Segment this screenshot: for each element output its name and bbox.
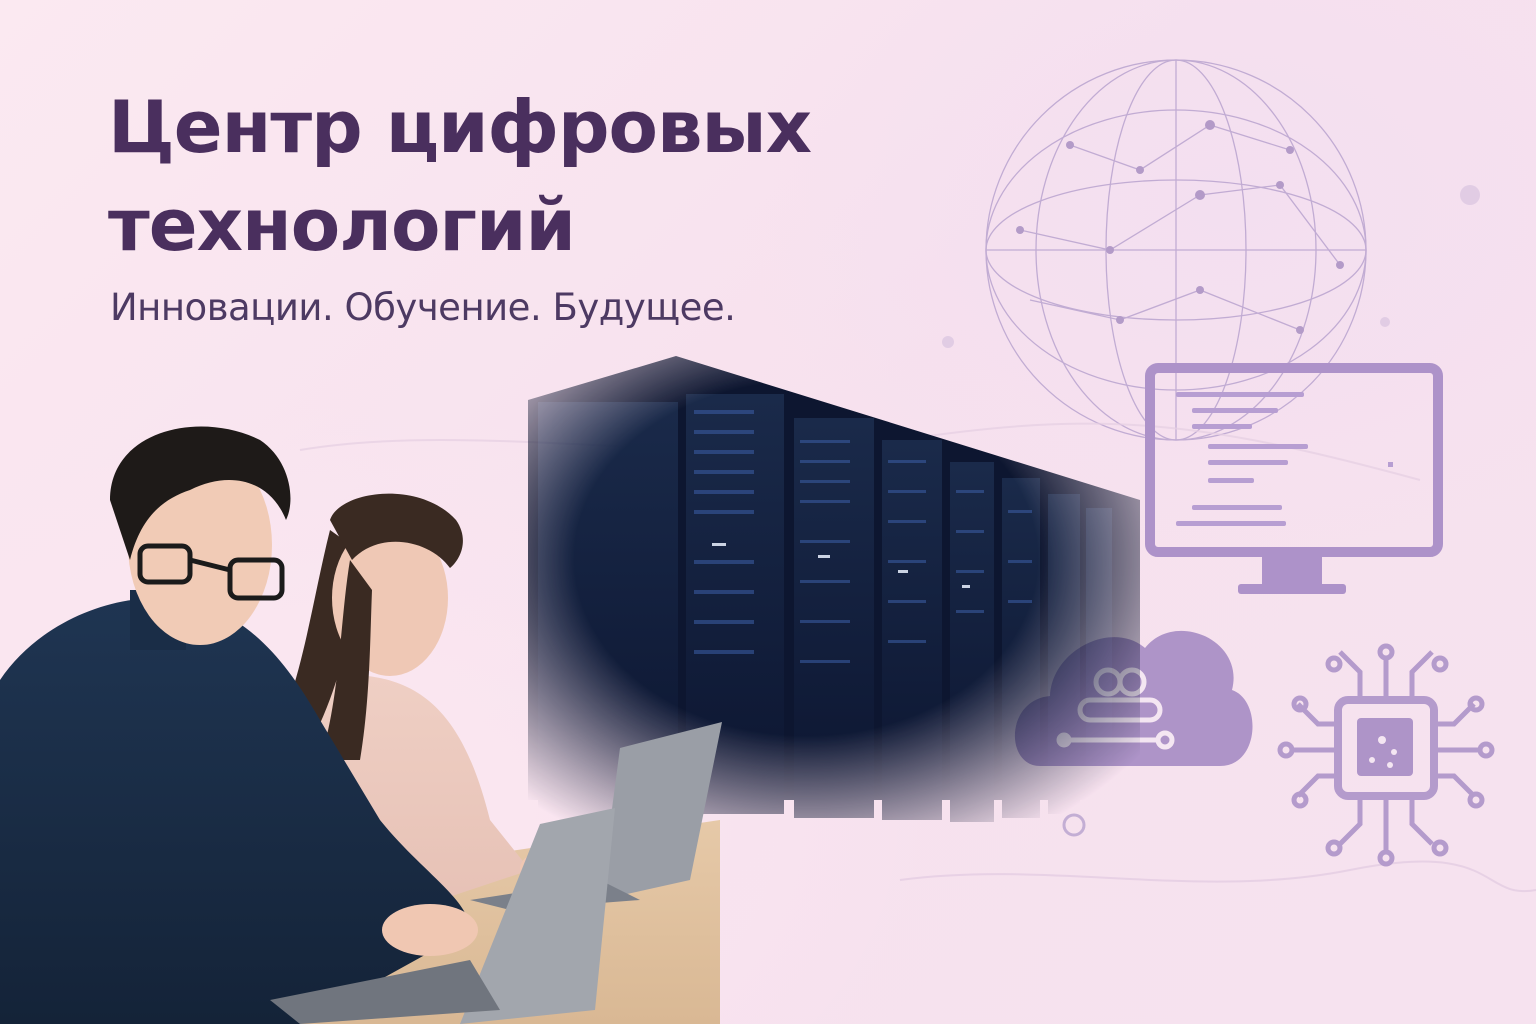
server-racks-photo [528,356,1140,822]
page-title: Центр цифровых технологий [108,78,968,274]
decorative-dots [942,185,1480,348]
globe-network-icon [985,59,1367,441]
people-photo [0,426,722,1024]
title-line-2: технологий [108,183,576,267]
decorative-wave [899,860,1536,893]
decorative-ring [1062,813,1086,837]
monitor-code-icon [1145,363,1443,594]
tagline: Инновации. Обучение. Будущее. [110,286,736,329]
chip-icon [1277,643,1495,867]
title-line-1: Центр цифровых [108,85,812,169]
